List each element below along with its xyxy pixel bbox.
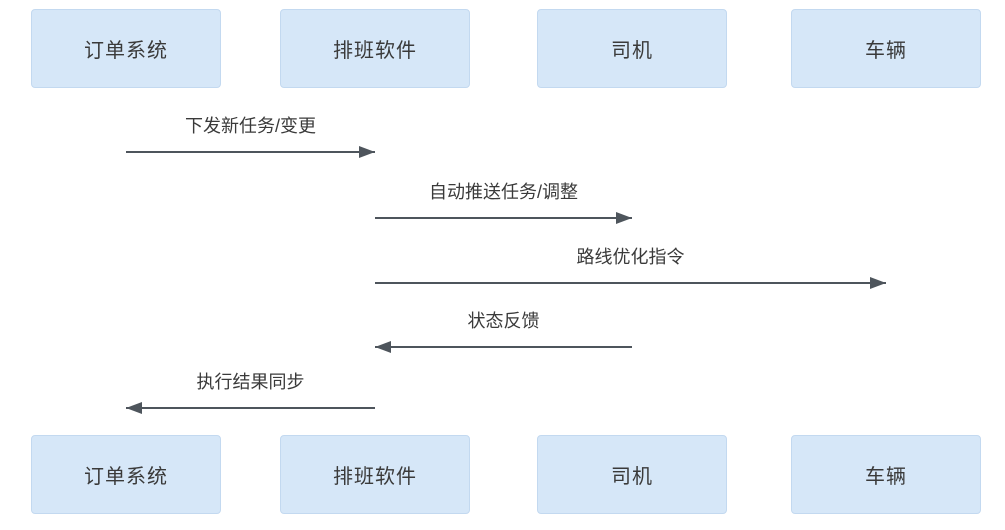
actor-vehicle-bottom: 车辆 [791,435,981,514]
arrow-right-icon [126,151,375,153]
actor-scheduling-software-top: 排班软件 [280,9,470,88]
actor-vehicle-top: 车辆 [791,9,981,88]
message-status-feedback: 状态反馈 [375,310,632,348]
message-label: 下发新任务/变更 [184,116,316,136]
message-dispatch-new-task: 下发新任务/变更 [126,115,375,153]
actor-order-system-bottom: 订单系统 [31,435,221,514]
arrow-right-icon [375,282,886,284]
actor-scheduling-software-bottom: 排班软件 [280,435,470,514]
message-label: 状态反馈 [467,311,540,331]
actor-order-system-top: 订单系统 [31,9,221,88]
arrow-left-icon [126,407,375,409]
message-label: 自动推送任务/调整 [428,182,578,202]
message-label: 执行结果同步 [196,372,305,392]
message-route-optimization: 路线优化指令 [375,246,886,284]
message-execution-result-sync: 执行结果同步 [126,371,375,409]
actor-driver-top: 司机 [537,9,727,88]
arrow-right-icon [375,217,632,219]
actor-driver-bottom: 司机 [537,435,727,514]
message-auto-push-task: 自动推送任务/调整 [375,181,632,219]
message-label: 路线优化指令 [576,247,685,267]
arrow-left-icon [375,346,632,348]
